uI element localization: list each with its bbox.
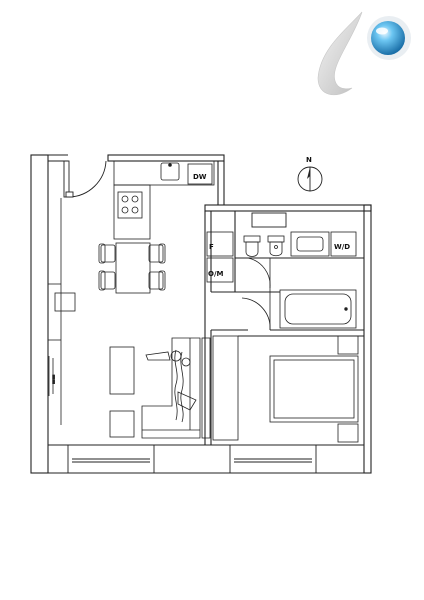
kitchen-counters [113, 160, 215, 240]
living-room-furniture [109, 337, 211, 439]
oven-microwave-label: O/M [208, 270, 224, 278]
bedroom [212, 335, 359, 443]
dining-table [98, 242, 166, 294]
wardrobe: ▬▬ [48, 198, 76, 425]
bathroom [241, 231, 357, 331]
windows [67, 212, 317, 474]
exterior-walls [30, 154, 372, 474]
dishwasher-label: DW [193, 173, 207, 181]
compass-north-label: N [306, 156, 312, 164]
water-drop-logo-icon [317, 11, 411, 96]
svg-text:▬▬: ▬▬ [51, 374, 57, 384]
washer-dryer-label: W/D [334, 243, 350, 251]
fridge-label: F [209, 243, 214, 251]
entrance-door [63, 160, 107, 198]
north-compass-icon: N [297, 156, 323, 192]
fridge-oven-column [206, 231, 234, 283]
